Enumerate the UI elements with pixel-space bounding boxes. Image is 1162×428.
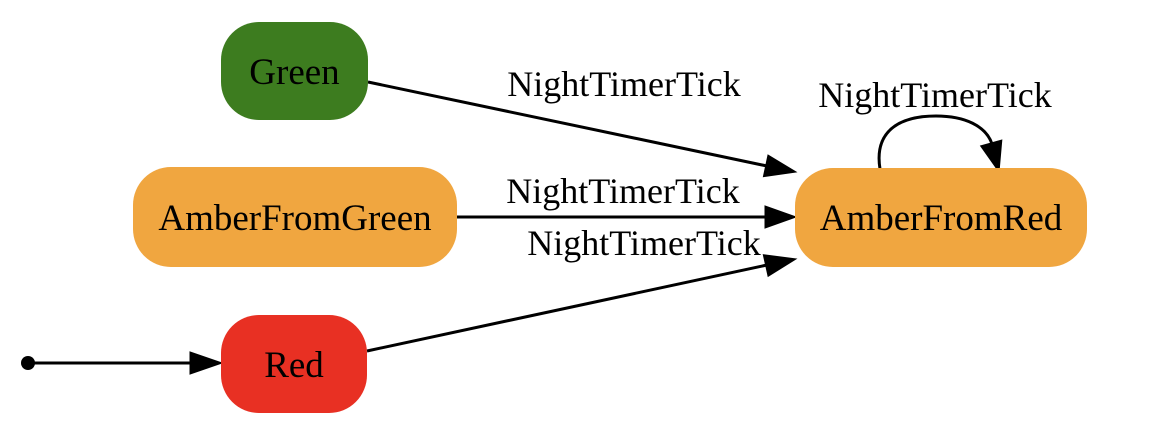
self-loop-line — [877, 114, 994, 170]
edge-amberfromgreen-to-amberfromred: NightTimerTick — [457, 171, 798, 229]
state-node-red: Red — [221, 315, 367, 413]
edge-label: NightTimerTick — [507, 64, 740, 104]
edge-arrowhead-icon — [762, 154, 798, 178]
state-shape — [221, 315, 367, 413]
edge-label: NightTimerTick — [818, 75, 1051, 115]
edge-line — [367, 80, 768, 168]
self-loop-arrowhead-icon — [979, 139, 1003, 174]
state-shape — [221, 22, 368, 120]
edge-green-to-amberfromred: NightTimerTick — [367, 64, 798, 178]
initial-state-dot — [21, 356, 35, 370]
state-node-green: Green — [221, 22, 368, 120]
state-label: AmberFromGreen — [158, 198, 431, 239]
edge-red-to-amberfromred: NightTimerTick — [366, 223, 798, 353]
state-node-amberfromgreen: AmberFromGreen — [133, 167, 457, 267]
initial-state-marker — [21, 351, 224, 375]
edge-amberfromred-self-loop: NightTimerTick — [818, 75, 1052, 174]
state-node-amberfromred: AmberFromRed — [795, 168, 1087, 267]
edge-line — [366, 263, 768, 353]
state-shape — [795, 168, 1087, 267]
state-label: Red — [264, 345, 324, 386]
state-label: Green — [249, 52, 339, 93]
edge-arrowhead-icon — [762, 254, 798, 278]
state-shape — [133, 167, 457, 267]
edge-label: NightTimerTick — [506, 171, 739, 211]
state-label: AmberFromRed — [820, 198, 1063, 239]
initial-edge-arrowhead-icon — [189, 351, 224, 375]
edge-label: NightTimerTick — [527, 223, 760, 263]
edge-arrowhead-icon — [764, 205, 798, 229]
